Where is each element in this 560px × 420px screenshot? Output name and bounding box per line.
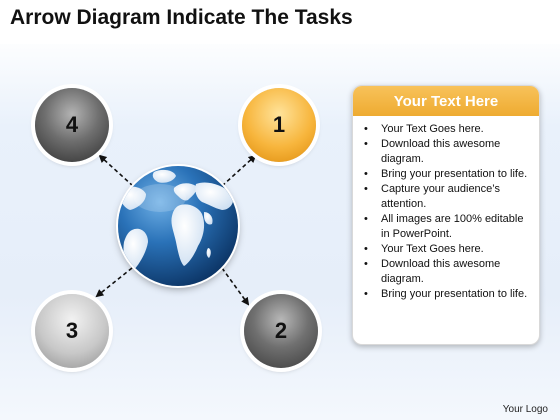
arrow-to-node-1 [221,154,257,187]
bullet-item: All images are 100% editable in PowerPoi… [364,212,533,242]
bullet-item: Capture your audience’s attention. [364,182,533,212]
bullet-item: Bring your presentation to life. [364,167,533,182]
arrow-to-node-4 [98,154,134,187]
node-label-4: 4 [65,112,79,137]
bullet-item: Bring your presentation to life. [364,287,533,302]
arrow-to-node-2 [221,267,250,306]
node-label-1: 1 [272,112,286,137]
node-label-3: 3 [65,318,79,343]
panel-header: Your Text Here [353,86,539,116]
footer-logo-text: Your Logo [502,404,548,415]
node-circle-2: 2 [244,294,318,368]
node-circle-3: 3 [35,294,109,368]
bullet-item: Download this awesome diagram. [364,137,533,167]
title-bar: Arrow Diagram Indicate The Tasks [0,0,560,44]
text-panel: Your Text Here Your Text Goes here. Down… [352,85,540,345]
node-label-2: 2 [274,318,288,343]
node-circle-4: 4 [35,88,109,162]
page-title: Arrow Diagram Indicate The Tasks [10,6,353,29]
bullet-item: Your Text Goes here. [364,242,533,257]
bullet-list: Your Text Goes here. Download this aweso… [353,122,539,302]
bullet-item: Your Text Goes here. [364,122,533,137]
bullet-item: Download this awesome diagram. [364,257,533,287]
arrow-to-node-3 [95,267,133,298]
node-circle-1: 1 [242,88,316,162]
globe-icon [118,166,238,286]
